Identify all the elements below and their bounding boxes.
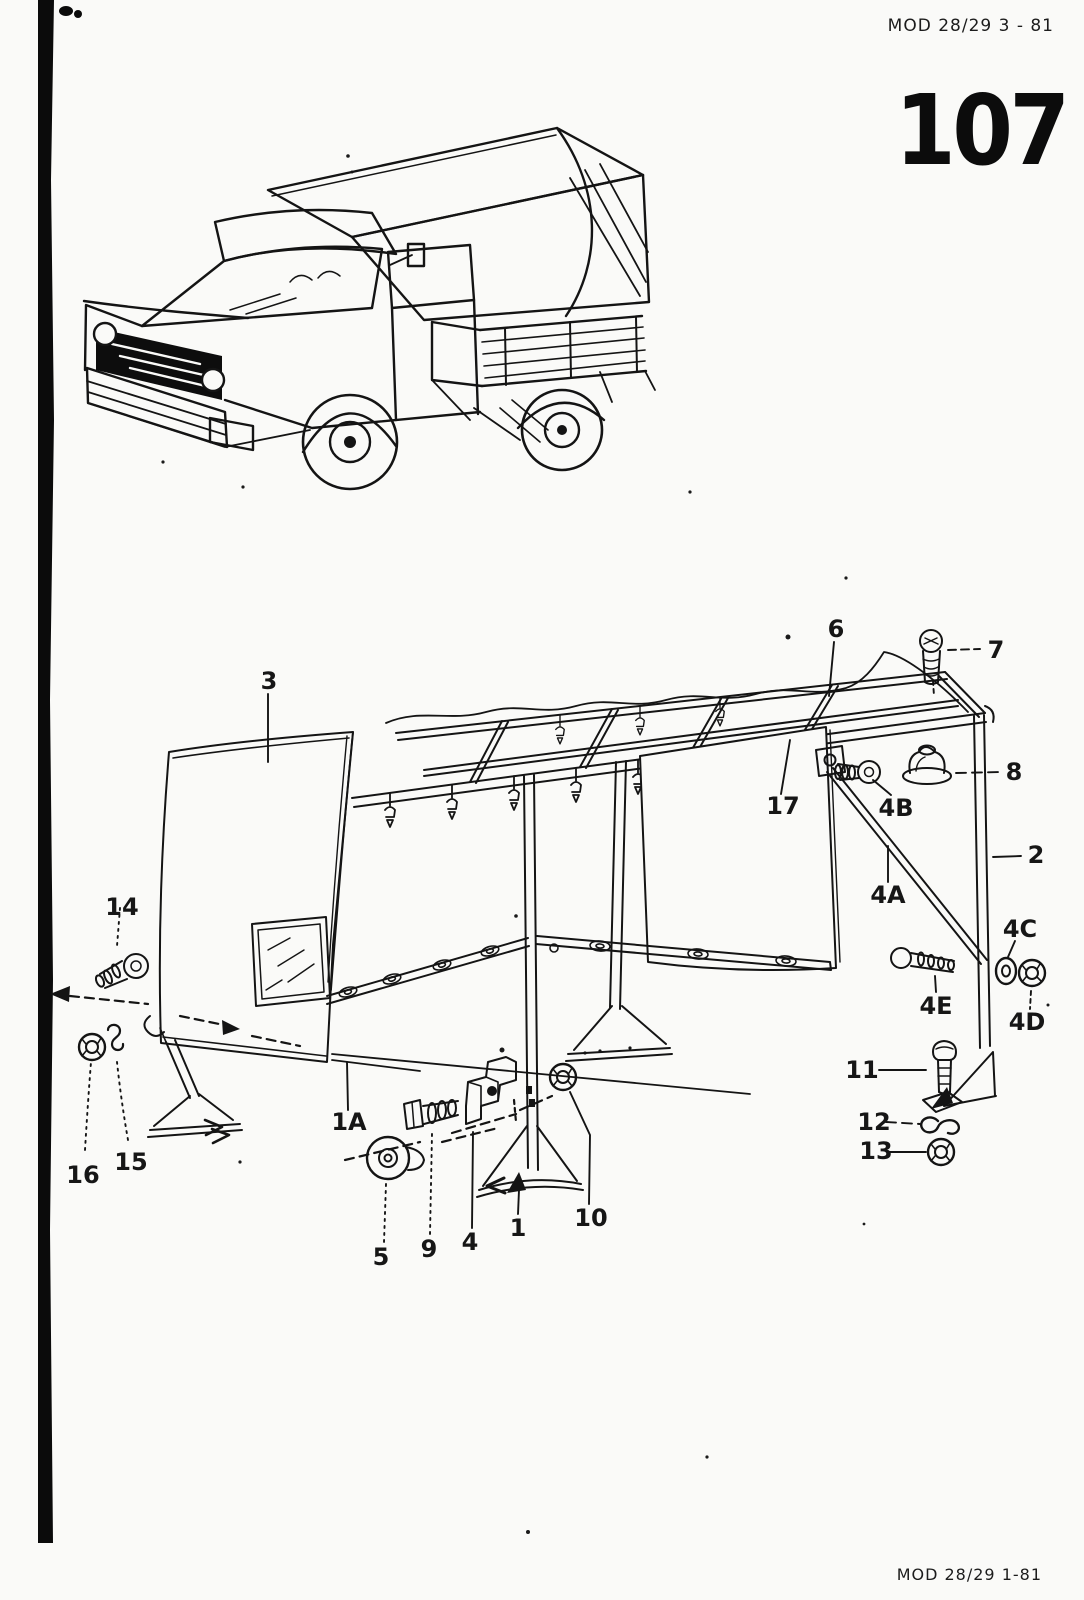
callout-17: 17: [766, 792, 800, 820]
truck-cab: [82, 208, 482, 430]
washer-4C-icon: [994, 956, 1018, 986]
exploded-diagram: [50, 629, 1047, 1243]
callout-5: 5: [372, 1243, 390, 1271]
callout-4C: 4C: [1002, 915, 1038, 943]
bracket-4-icon: [465, 1056, 517, 1125]
callout-13: 13: [859, 1137, 893, 1165]
assembly-arrows: [50, 986, 240, 1035]
callout-3: 3: [260, 667, 278, 695]
truck-flatbed: [430, 314, 656, 443]
callout-4E: 4E: [919, 992, 953, 1020]
header-code: MOD 28/29 3 - 81: [887, 16, 1054, 36]
callout-4D: 4D: [1008, 1008, 1046, 1036]
bottom-rope-rail: [331, 1053, 751, 1095]
tarp-rope: [385, 651, 969, 724]
front-post: [476, 774, 584, 1198]
footer-code: MOD 28/29 1-81: [896, 1565, 1042, 1584]
roof-fasteners-far: [555, 696, 725, 745]
truck-illustration: [82, 126, 656, 491]
nut-16-icon: [77, 1032, 107, 1062]
s-hook-12-icon: [920, 1116, 961, 1135]
side-curtain: [639, 726, 837, 971]
mid-rails: [326, 935, 832, 1005]
callout-15: 15: [114, 1148, 148, 1176]
callout-7: 7: [987, 636, 1005, 664]
truck-front: [85, 321, 311, 452]
callout-1A: 1A: [331, 1108, 367, 1136]
callout-10: 10: [574, 1204, 608, 1232]
callout-16: 16: [66, 1161, 100, 1189]
screw-4B-icon: [834, 760, 881, 784]
callout-4B: 4B: [878, 794, 914, 822]
callout-9: 9: [420, 1235, 438, 1263]
left-leg-foot: [147, 1039, 243, 1145]
screw-11-icon: [932, 1040, 957, 1095]
callout-12: 12: [857, 1108, 891, 1136]
clip-15-icon: [106, 1023, 125, 1052]
truck-tilt-canvas: [266, 126, 651, 322]
screw-7-icon: [919, 629, 943, 685]
screw-14-icon: [94, 953, 149, 989]
assembly-dashes: [68, 994, 554, 1162]
callout-4: 4: [461, 1228, 479, 1256]
grommet-8-icon: [902, 744, 952, 785]
callout-14: 14: [105, 893, 139, 921]
bolt-9-icon: [403, 1099, 459, 1130]
tarpaulin: [143, 731, 354, 1063]
nut-10-icon: [548, 1062, 578, 1092]
tarp-corner-hook: [143, 1015, 165, 1037]
truck-rear-wheel: [516, 388, 606, 472]
callout-11: 11: [845, 1056, 879, 1084]
callout-8: 8: [1005, 758, 1023, 786]
nut-13-icon: [926, 1137, 956, 1167]
tarpaulin-window: [251, 916, 331, 1007]
brace-and-bracket: [815, 745, 988, 965]
buffer-5-icon: [365, 1135, 425, 1181]
callout-1: 1: [509, 1214, 527, 1242]
truck-front-wheel: [301, 393, 399, 491]
callout-4A: 4A: [870, 881, 906, 909]
middle-post: [565, 760, 673, 1062]
page-border-bar: [38, 0, 82, 1543]
nut-4D-icon: [1017, 958, 1047, 988]
callout-6: 6: [827, 615, 845, 643]
leader-lines: [84, 641, 1032, 1243]
page-number: 107: [894, 74, 1070, 187]
screw-4E-icon: [890, 947, 955, 973]
callout-2: 2: [1027, 841, 1045, 869]
